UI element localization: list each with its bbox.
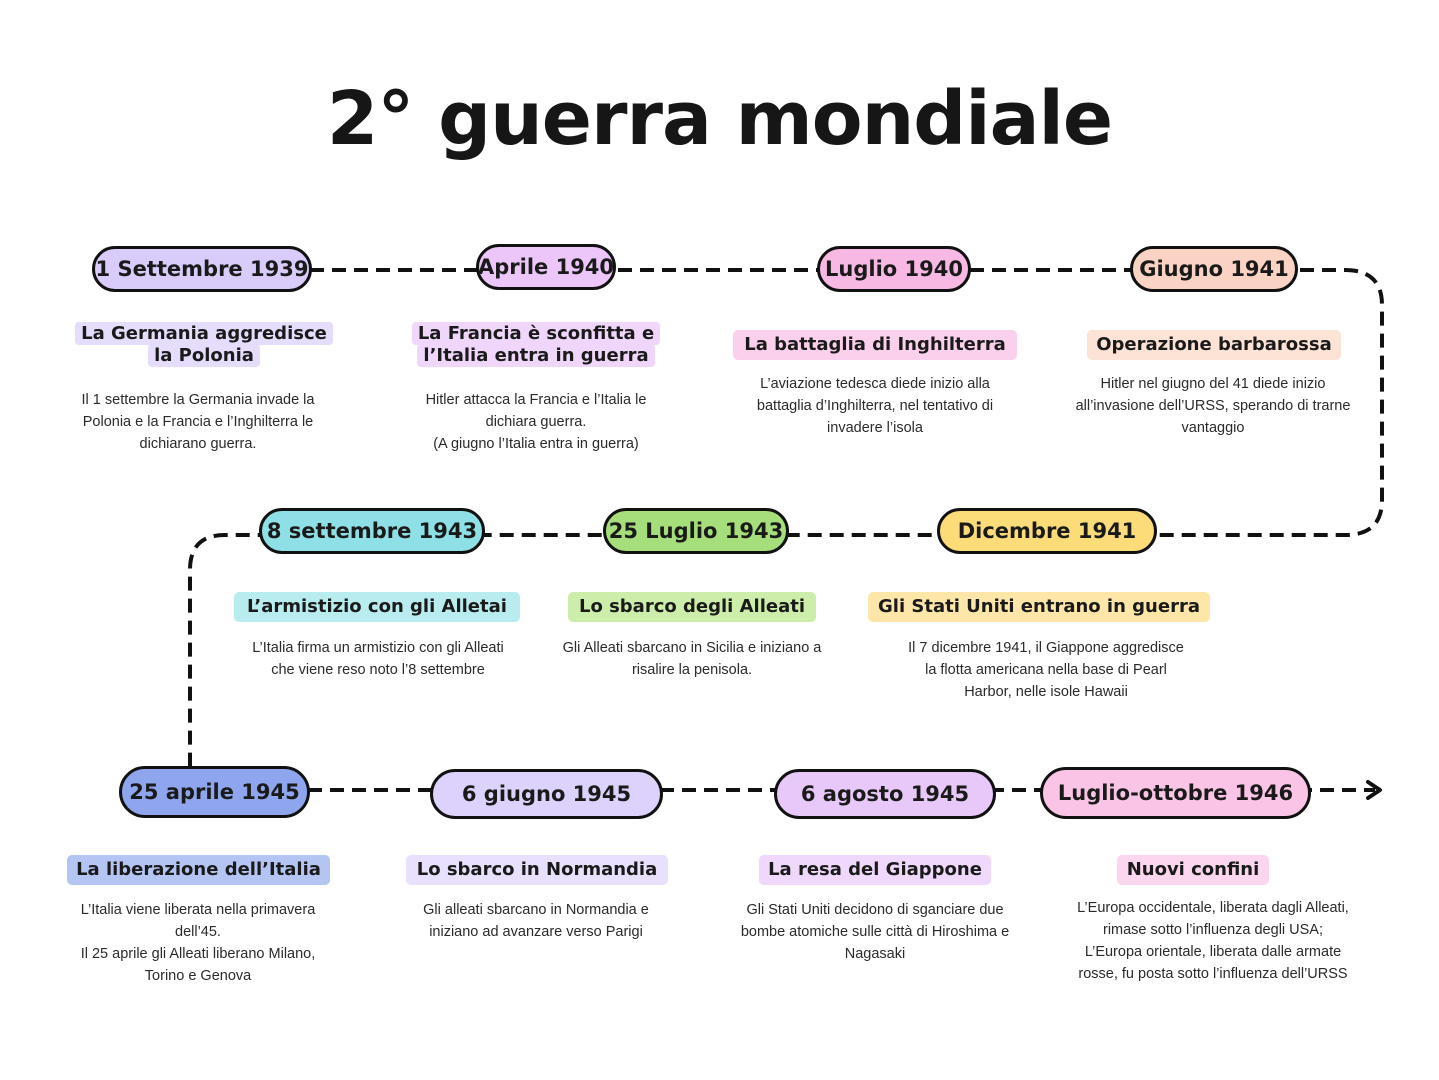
event-date-pill: 8 settembre 1943 [259, 508, 485, 554]
event-heading: La Germania aggredisce la Polonia [60, 319, 348, 371]
event-description: L’Europa occidentale, liberata dagli All… [1077, 900, 1349, 982]
event-date-pill: Luglio-ottobre 1946 [1040, 767, 1311, 819]
event-description: L’Italia firma un armistizio con gli All… [252, 640, 504, 678]
event-date-pill: 25 aprile 1945 [119, 766, 310, 818]
event-heading: La resa del Giappone [759, 855, 991, 885]
event-description: Gli Stati Uniti decidono di sganciare du… [740, 902, 1010, 962]
event-date-pill: 25 Luglio 1943 [603, 508, 789, 554]
event-heading: Gli Stati Uniti entrano in guerra [868, 592, 1210, 622]
event-date-pill: 1 Settembre 1939 [92, 246, 312, 292]
event-heading: Operazione barbarossa [1087, 330, 1341, 360]
event-description: Il 7 dicembre 1941, il Giappone aggredis… [908, 640, 1184, 700]
event-heading: Nuovi confini [1117, 855, 1269, 885]
event-description: Gli Alleati sbarcano in Sicilia e inizia… [562, 640, 822, 678]
event-date-pill: Giugno 1941 [1130, 246, 1298, 292]
event-heading: La liberazione dell’Italia [67, 855, 330, 885]
event-heading: Lo sbarco degli Alleati [568, 592, 816, 622]
event-heading: La Francia è sconfitta e l’Italia entra … [400, 319, 672, 371]
event-date-pill: Dicembre 1941 [937, 508, 1157, 554]
event-date-pill: Aprile 1940 [476, 244, 616, 290]
event-heading: La battaglia di Inghilterra [733, 330, 1017, 360]
arrow-head-icon [1366, 780, 1382, 800]
event-heading: L’armistizio con gli Alletai [234, 592, 520, 622]
event-date-pill: 6 agosto 1945 [774, 769, 996, 819]
event-heading: Lo sbarco in Normandia [406, 855, 668, 885]
page-title: 2° guerra mondiale [326, 76, 1113, 162]
event-date-pill: 6 giugno 1945 [430, 769, 663, 819]
event-date-pill: Luglio 1940 [817, 246, 971, 292]
